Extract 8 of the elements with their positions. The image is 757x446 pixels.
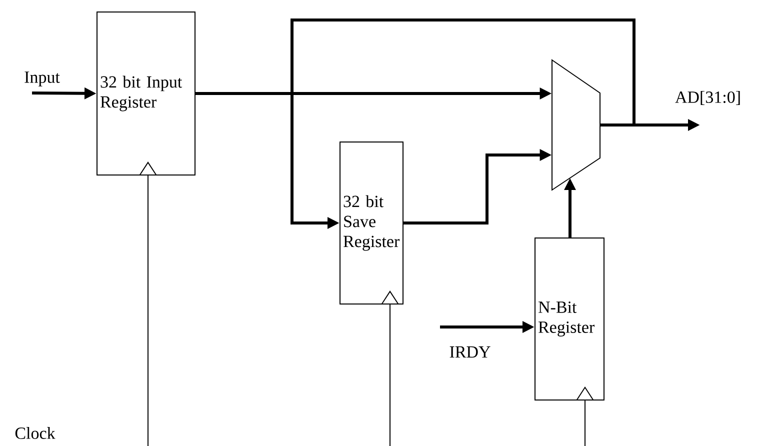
signal-label: AD[31:0] <box>675 90 740 106</box>
register-box: N-Bit Register <box>534 238 604 400</box>
signal-line <box>196 18 636 125</box>
register-box: 32 bit Input Register <box>96 12 196 176</box>
signal-label: Input <box>24 72 60 86</box>
register-box: 32 bit Save Register <box>340 142 404 304</box>
signal-label: IRDY <box>450 346 490 358</box>
clock-label: Clock <box>15 427 56 439</box>
